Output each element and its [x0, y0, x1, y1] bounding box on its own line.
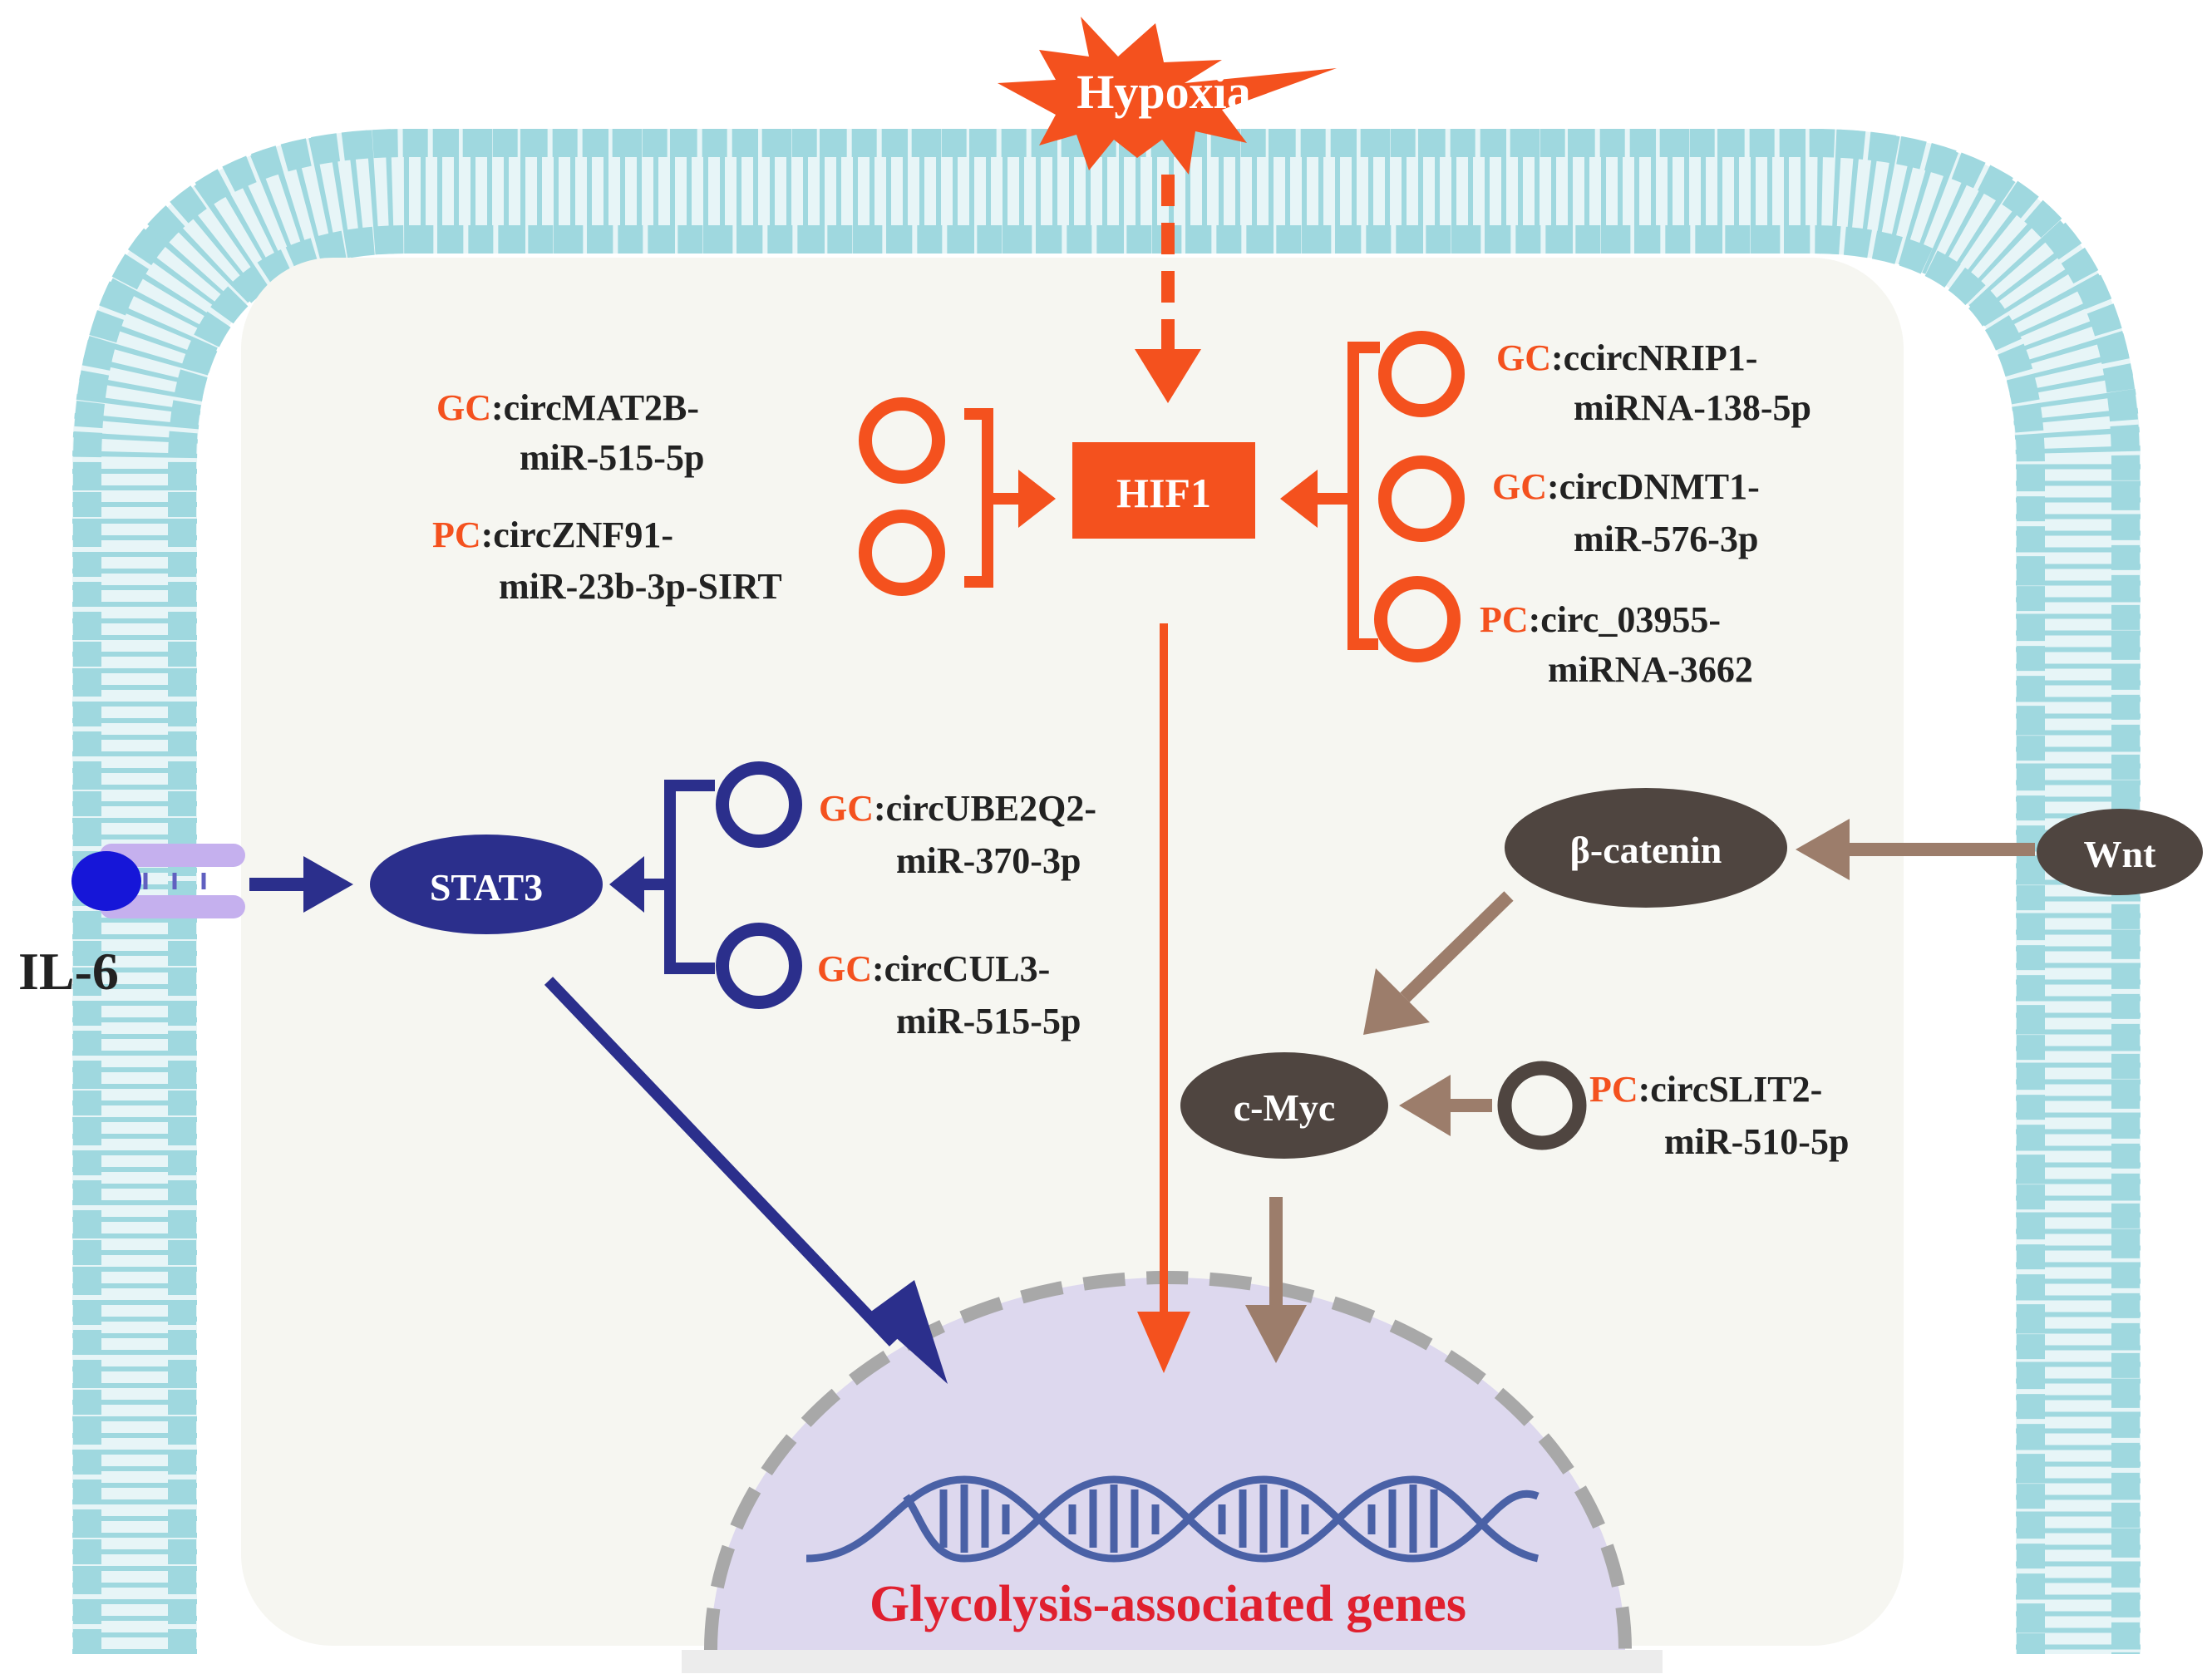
stat3-regulator-group: GC:circUBE2Q2- miR-370-3p GC:circCUL3- m… — [609, 761, 1096, 1041]
hif-right-regulator-1-line2: miRNA-138-5p — [1574, 387, 1811, 428]
stat3-node: STAT3 — [370, 835, 603, 934]
il6-to-stat3-arrow — [249, 856, 353, 913]
wnt-to-beta-catenin-arrow — [1796, 819, 2035, 880]
svg-text:STAT3: STAT3 — [430, 866, 543, 908]
il6-receptor — [71, 844, 245, 918]
hif-left-regulator-group: GC:circMAT2B- miR-515-5p PC:circZNF91- m… — [432, 387, 1056, 607]
hypoxia-label: Hypoxia — [1076, 65, 1251, 119]
svg-text:HIF1: HIF1 — [1116, 470, 1211, 516]
nucleus-label: Glycolysis-associated genes — [870, 1576, 1466, 1632]
beta-catenin-to-cmyc-arrow — [1363, 891, 1514, 1035]
circrna-ring-icon — [859, 510, 945, 596]
svg-text:β-catenin: β-catenin — [1570, 829, 1722, 871]
svg-text:c-Myc: c-Myc — [1234, 1086, 1336, 1129]
circrna-ring-icon — [1378, 331, 1465, 417]
il6-ligand-icon — [71, 851, 141, 911]
stat3-regulator-2-line2: miR-515-5p — [896, 1001, 1081, 1041]
il6-label: IL-6 — [18, 942, 119, 1001]
circrna-ring-icon — [859, 397, 945, 484]
myc-regulator-line2: miR-510-5p — [1664, 1121, 1849, 1162]
hif-left-regulator-1: GC:circMAT2B- — [436, 387, 699, 428]
beta-catenin-node: β-catenin — [1505, 788, 1787, 908]
cytoplasm — [241, 258, 1904, 1646]
hif-right-regulator-1: GC:ccircNRIP1- — [1496, 337, 1757, 378]
stat3-to-genes-arrow — [544, 977, 948, 1384]
circrna-ring-icon — [716, 923, 802, 1009]
hif-left-regulator-2: PC:circZNF91- — [432, 515, 673, 555]
hypoxia-starburst: Hypoxia — [998, 17, 1337, 175]
hif-right-regulator-3: PC:circ_03955- — [1480, 599, 1721, 640]
hif-right-regulator-2-line2: miR-576-3p — [1574, 519, 1758, 559]
hif-left-regulator-1-line2: miR-515-5p — [520, 437, 704, 478]
circrna-ring-icon — [1374, 576, 1461, 662]
myc-regulator-group: PC:circSLIT2- miR-510-5p — [1399, 1061, 1849, 1162]
cmyc-to-genes-arrow — [1245, 1197, 1307, 1363]
hif-left-regulator-2-line2: miR-23b-3p-SIRT — [499, 566, 782, 607]
hif1-node: HIF1 — [1072, 442, 1255, 539]
cytoplasm-shadow — [682, 1650, 1663, 1673]
stat3-regulator-1: GC:circUBE2Q2- — [819, 788, 1096, 829]
myc-regulator: PC:circSLIT2- — [1589, 1069, 1822, 1110]
circrna-ring-icon — [1497, 1061, 1587, 1150]
stat3-regulator-2: GC:circCUL3- — [817, 948, 1050, 989]
stat3-regulator-1-line2: miR-370-3p — [896, 840, 1081, 881]
svg-text:Wnt: Wnt — [2084, 833, 2157, 875]
hif-right-regulator-2: GC:circDNMT1- — [1492, 466, 1760, 507]
circrna-ring-icon — [716, 761, 802, 848]
hif-right-regulator-3-line2: miRNA-3662 — [1548, 649, 1753, 690]
hif1-to-genes-arrow — [1137, 623, 1190, 1373]
c-myc-node: c-Myc — [1180, 1052, 1388, 1159]
wnt-node: Wnt — [2037, 809, 2203, 895]
dna-helix-icon — [805, 1475, 1540, 1563]
circrna-ring-icon — [1378, 455, 1465, 542]
hypoxia-to-hif1-arrow — [1135, 175, 1201, 403]
hif-right-regulator-group: GC:ccircNRIP1- miRNA-138-5p GC:circDNMT1… — [1280, 331, 1811, 690]
